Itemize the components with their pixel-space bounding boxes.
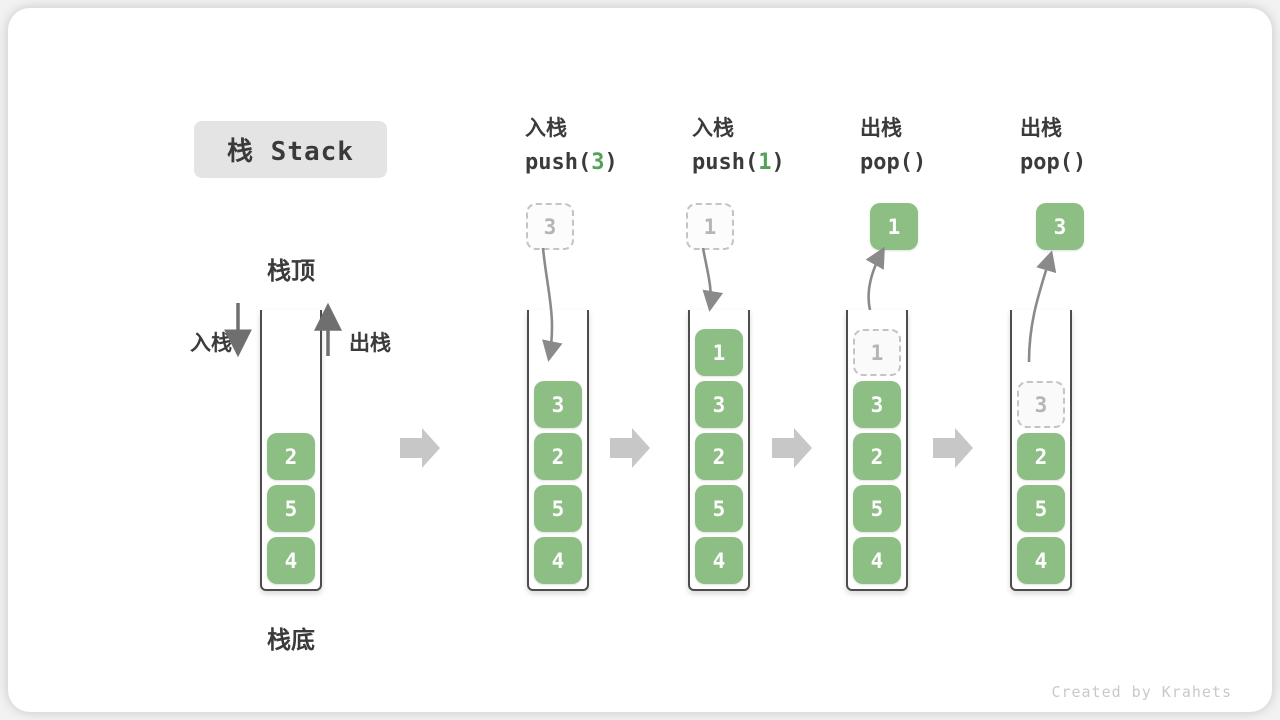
op-heading-pop-1: 出栈 pop() [860,112,926,180]
stack-element-removed: 1 [853,329,901,376]
popped-element-box: 3 [1036,203,1084,250]
op-code-label: pop() [860,150,927,175]
stack-element: 3 [695,381,743,428]
stack-element: 3 [853,381,901,428]
op-name-label: 入栈 [525,117,567,140]
stack-container-during-pop-1: 1 3 2 5 4 [846,310,908,591]
push-direction-label: 入栈 [190,332,232,355]
stack-element: 1 [695,329,743,376]
stack-element: 4 [695,537,743,584]
watermark: Created by Krahets [1051,683,1232,701]
stack-element: 4 [267,537,315,584]
stack-container-during-pop-3: 3 2 5 4 [1010,310,1072,591]
op-name-label: 入栈 [692,117,734,140]
popped-element-box: 1 [870,203,918,250]
op-code-label: push(1) [692,150,785,175]
op-heading-push-1: 入栈 push(1) [692,112,785,180]
stack-element: 2 [534,433,582,480]
stack-element: 5 [1017,485,1065,532]
stack-element: 5 [853,485,901,532]
stack-element: 2 [695,433,743,480]
op-name-label: 出栈 [860,117,902,140]
stack-element: 2 [267,433,315,480]
stack-element: 3 [534,381,582,428]
stack-element: 4 [534,537,582,584]
op-heading-pop-3: 出栈 pop() [1020,112,1086,180]
diagram-card: 栈 Stack 栈顶 栈底 入栈 出栈 2 5 4 入栈 push(3) 3 3… [8,8,1272,712]
stack-container-after-push-3: 3 2 5 4 [527,310,589,591]
stack-element-removed: 3 [1017,381,1065,428]
stack-element: 5 [534,485,582,532]
stack-element: 4 [853,537,901,584]
op-name-label: 出栈 [1020,117,1062,140]
incoming-element-box: 3 [526,203,574,250]
stack-element: 5 [695,485,743,532]
pop-direction-label: 出栈 [349,332,391,355]
incoming-element-box: 1 [686,203,734,250]
op-heading-push-3: 入栈 push(3) [525,112,618,180]
diagram-title: 栈 Stack [194,121,387,178]
stack-element: 2 [853,433,901,480]
main-stack-container: 2 5 4 [260,310,322,591]
op-code-label: push(3) [525,150,618,175]
op-code-label: pop() [1020,150,1087,175]
stack-element: 2 [1017,433,1065,480]
stack-element: 5 [267,485,315,532]
stack-element: 4 [1017,537,1065,584]
stack-container-after-push-1: 1 3 2 5 4 [688,310,750,591]
stack-top-label: 栈顶 [267,258,315,285]
stack-bottom-label: 栈底 [267,627,315,654]
